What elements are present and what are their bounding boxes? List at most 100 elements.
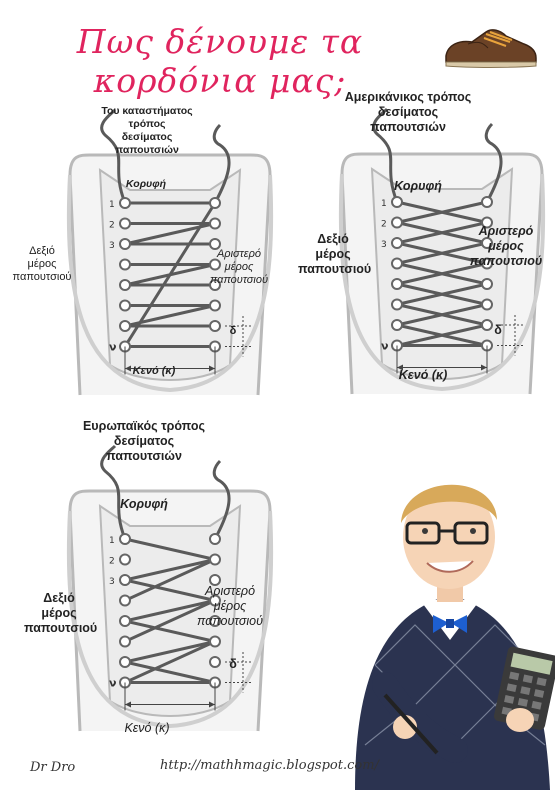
hole-number: 1: [109, 200, 115, 210]
shoe-group: 1 2 3 ν: [66, 108, 274, 396]
right-side-label: Δεξιό μέρος παπουτσιού: [24, 591, 98, 635]
left-side-label: Αριστερό μέρος παπουτσιού: [197, 584, 263, 628]
eyelet-left: [209, 594, 221, 607]
eyelet-left: [481, 237, 493, 249]
eyelet-left: [481, 278, 493, 290]
author-credit: Dr Dro: [30, 760, 76, 775]
eyelet-left: [481, 319, 493, 331]
hole-number: ν: [381, 340, 389, 353]
gap-label: Κενό (κ): [124, 721, 170, 735]
lace-end-right: [212, 459, 231, 540]
website-link[interactable]: http://mathhmagic.blogspot.com/: [160, 758, 379, 773]
hole-number: 3: [381, 240, 387, 250]
gap-dimension: [124, 346, 216, 375]
eyelet-left: [209, 533, 221, 545]
eyelet-right: [391, 216, 403, 229]
eyelet-left: [481, 257, 493, 270]
eyelet-right: [119, 299, 131, 312]
gap-dimension: [124, 682, 216, 711]
eyelet-left: [209, 574, 221, 586]
eyelet-left: [209, 299, 221, 312]
eyelet-left: [209, 197, 221, 209]
gap-dimension: [396, 345, 488, 374]
left-side-label: Αριστερό μέρος παπουτσιού: [209, 248, 269, 286]
eyelet-left: [481, 216, 493, 229]
lace-end-left: [372, 107, 399, 203]
eyelet-right: [391, 319, 403, 331]
lace-end-right: [484, 122, 503, 203]
diagram-store-method: 1 2 3 ν Του καταστήματος τρόπος δεσίματος π…: [13, 95, 280, 405]
hole-number: 2: [109, 557, 115, 567]
boy-with-calculator-illustration: [355, 484, 555, 790]
hole-number: 3: [109, 241, 115, 251]
eyelet-left: [209, 635, 221, 648]
eyelet-left: [481, 298, 493, 311]
right-side-label: Δεξιό μέρος παπουτσιού: [298, 232, 372, 276]
eyelet-left: [209, 217, 221, 230]
hole-number: ν: [109, 341, 117, 354]
top-label: Κορυφή: [394, 179, 442, 193]
lace-crossings: [123, 201, 217, 348]
eyelet-left: [209, 615, 221, 627]
shoe-icon: [445, 29, 537, 68]
spacing-label: δ: [229, 657, 237, 671]
spacing-dimension: [497, 315, 525, 356]
method-label: Αμερικάνικος τρόπος δεσίματος παπουτσιών: [344, 90, 472, 134]
eyelet-right: [119, 238, 131, 250]
spacing-label: δ: [229, 325, 237, 337]
shoe-sole: [66, 174, 274, 393]
lace-end-left: [100, 444, 127, 540]
shoe-sole: [338, 173, 546, 392]
shoe-sole: [66, 510, 274, 729]
eyelet-right: [391, 278, 403, 290]
top-label: Κορυφή: [125, 178, 167, 190]
hole-number: ν: [109, 677, 117, 690]
shoe-diagram-american: 1 2 3 ν: [338, 107, 546, 395]
left-side-label: Αριστερό μέρος παπουτσιού: [469, 224, 543, 268]
eyelet-right: [119, 533, 131, 545]
hole-number: 2: [381, 220, 387, 230]
shoe-group: 1 2 3 ν: [338, 107, 546, 395]
diagram-american-method: 1 2 3 ν Αμερικάνικος τρόπος δεσίματος παπου…: [290, 82, 555, 397]
eyelet-right: [391, 298, 403, 311]
eyelet-left: [209, 320, 221, 332]
right-side-label: Δεξιό μέρος παπουτσιού: [12, 245, 72, 283]
eyelet-right: [119, 197, 131, 209]
spacing-label: δ: [494, 323, 502, 337]
eyelet-right: [119, 574, 131, 586]
gap-label: Κενό (κ): [398, 368, 448, 382]
gap-label: Κενό (κ): [132, 365, 176, 377]
eyelet-right: [119, 553, 131, 566]
eyelet-left: [209, 279, 221, 291]
eyelet-right: [391, 237, 403, 249]
eyelet-right: [391, 257, 403, 270]
hole-number: 2: [109, 221, 115, 231]
eyelet-left: [481, 196, 493, 208]
eyelet-right: [119, 656, 131, 668]
method-label: Του καταστήματος τρόπος δεσίματος παπουτ…: [101, 105, 193, 156]
eyelet-right: [119, 615, 131, 627]
lace-end-right: [212, 123, 231, 204]
page-title: Πως δένουμε τα κορδόνια μας;: [76, 22, 364, 100]
shoe-diagram-store: 1 2 3 ν: [66, 108, 274, 396]
eyelet-right: [119, 279, 131, 291]
eyelet-right: [119, 635, 131, 648]
hole-number: 3: [109, 577, 115, 587]
eyelet-right: [119, 594, 131, 607]
spacing-dimension: [225, 316, 253, 357]
eyelet-left: [209, 656, 221, 668]
top-label: Κορυφή: [120, 497, 168, 511]
eyelet-left: [209, 238, 221, 250]
method-label: Ευρωπαϊκός τρόπος δεσίματος παπουτσιών: [82, 419, 206, 463]
eyelet-right: [119, 258, 131, 271]
spacing-dimension: [225, 652, 253, 693]
lace-crossings: [395, 200, 489, 347]
hole-number: 1: [381, 199, 387, 209]
lace-crossings: [123, 537, 217, 684]
eyelet-left: [209, 553, 221, 566]
eyelet-right: [119, 320, 131, 332]
eyelet-left: [209, 258, 221, 271]
